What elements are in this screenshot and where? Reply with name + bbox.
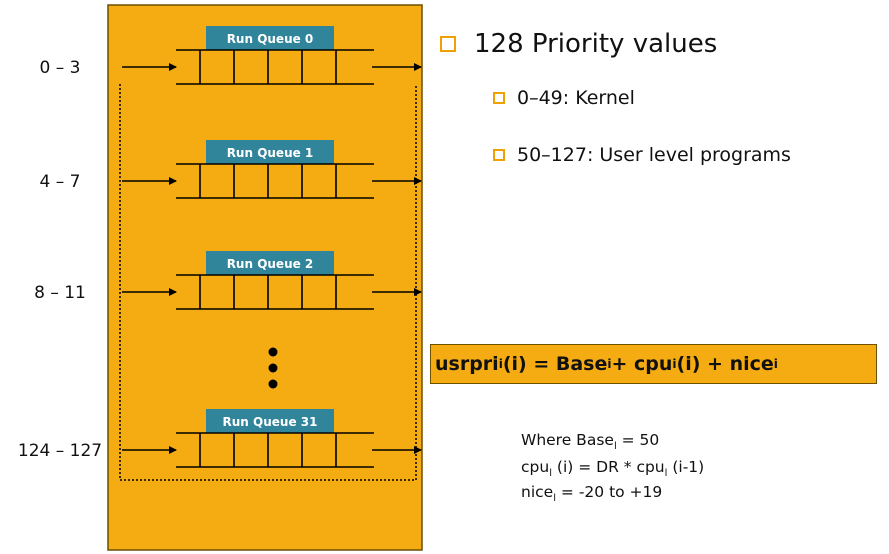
bullet-text: 0–49: Kernel <box>517 87 635 109</box>
bullet-text: 50–127: User level programs <box>517 144 791 166</box>
queue-panel <box>107 4 423 551</box>
run-queue-label: Run Queue 1 <box>227 146 314 160</box>
run-queue-label-box <box>206 140 334 164</box>
formula-lhs: usrpri <box>435 353 499 375</box>
run-queue-label-box <box>206 251 334 275</box>
formula-cpu-sub: i <box>672 357 677 371</box>
ellipsis-dot <box>268 379 278 389</box>
formula-nice-sub: i <box>773 357 778 371</box>
note-cpu: cpul (i) = DR * cpul (i-1) <box>521 458 704 479</box>
note-text: (i) = DR * cpu <box>551 458 665 476</box>
priority-range-label: 0 – 3 <box>40 58 81 78</box>
run-queue-label-box <box>206 26 334 50</box>
note-sub: l <box>664 468 668 480</box>
note-text: nice <box>521 483 554 501</box>
note-sub: l <box>613 441 617 453</box>
formula-text: + cpu <box>611 353 673 375</box>
note-text: cpu <box>521 458 550 476</box>
bullet-priority-values: 128 Priority values <box>440 24 717 64</box>
feedback-loop <box>119 84 417 481</box>
run-queue-label: Run Queue 0 <box>227 32 314 46</box>
note-nice: nicel = -20 to +19 <box>521 483 662 504</box>
run-queue-label-box <box>206 409 334 433</box>
note-text: = 50 <box>616 431 660 449</box>
formula-text: (i) + nice <box>676 353 774 375</box>
note-text: = -20 to +19 <box>555 483 663 501</box>
priority-range-label: 8 – 11 <box>34 283 86 303</box>
ellipsis-dot <box>268 347 278 357</box>
bullet-square-icon <box>440 36 456 52</box>
run-queue-row: Run Queue 31 124 – 127 <box>18 409 422 468</box>
ellipsis-dots <box>268 347 278 389</box>
run-queue-row: Run Queue 1 4 – 7 <box>40 140 422 199</box>
run-queue-label: Run Queue 2 <box>227 257 314 271</box>
priority-range-label: 124 – 127 <box>18 441 102 461</box>
run-queue-row: Run Queue 0 0 – 3 <box>40 26 422 85</box>
bullet-square-icon <box>493 149 505 161</box>
bullet-kernel: 0–49: Kernel <box>493 83 635 113</box>
run-queue-label: Run Queue 31 <box>223 415 318 429</box>
formula-lhs-sub: i <box>498 357 503 371</box>
note-sub: l <box>553 493 556 505</box>
bullet-text: 128 Priority values <box>474 29 718 59</box>
note-text: (i-1) <box>667 458 705 476</box>
note-sub: l <box>549 468 552 480</box>
priority-range-label: 4 – 7 <box>40 172 81 192</box>
formula-text: (i) = Base <box>502 353 608 375</box>
ellipsis-dot <box>268 363 278 373</box>
note-base: Where Basel = 50 <box>521 431 659 452</box>
bullet-user-programs: 50–127: User level programs <box>493 140 791 170</box>
note-text: Where Base <box>521 431 614 449</box>
run-queue-row: Run Queue 2 8 – 11 <box>34 251 422 310</box>
bullet-square-icon <box>493 92 505 104</box>
formula-base-sub: i <box>607 357 612 371</box>
